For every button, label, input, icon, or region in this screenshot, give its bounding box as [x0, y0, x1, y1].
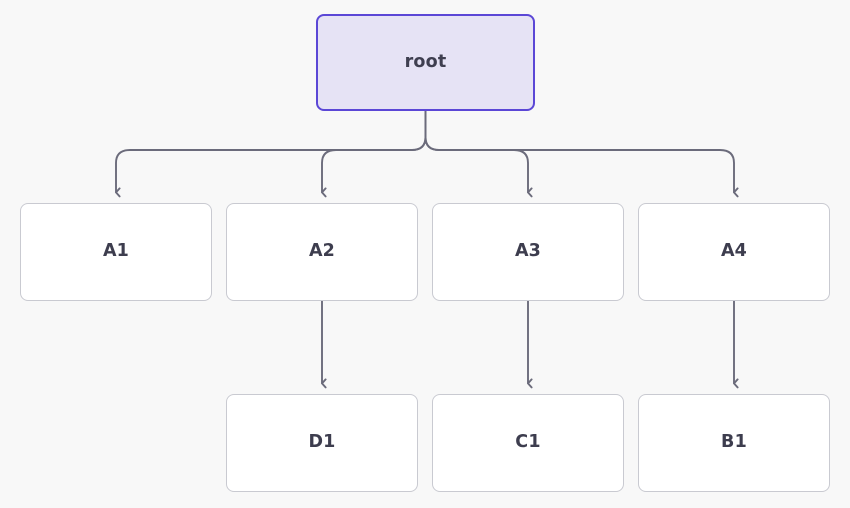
- node-a3[interactable]: A3: [432, 203, 624, 301]
- node-c1[interactable]: C1: [432, 394, 624, 492]
- node-a2-label: A2: [308, 241, 336, 262]
- edge-root-a1: [115, 110, 427, 198]
- node-a4-label: A4: [720, 241, 748, 262]
- node-root[interactable]: root: [316, 14, 535, 111]
- node-a1[interactable]: A1: [20, 203, 212, 301]
- node-a2[interactable]: A2: [226, 203, 418, 301]
- node-a3-label: A3: [514, 241, 542, 262]
- node-a4[interactable]: A4: [638, 203, 830, 301]
- node-d1-label: D1: [308, 432, 336, 453]
- edge-root-a3: [424, 110, 533, 198]
- node-a1-label: A1: [102, 241, 130, 262]
- node-root-label: root: [404, 51, 447, 72]
- node-c1-label: C1: [515, 432, 541, 453]
- edge-root-a4: [424, 110, 739, 198]
- node-d1[interactable]: D1: [226, 394, 418, 492]
- node-b1[interactable]: B1: [638, 394, 830, 492]
- node-b1-label: B1: [721, 432, 747, 453]
- edge-root-a2: [321, 110, 427, 198]
